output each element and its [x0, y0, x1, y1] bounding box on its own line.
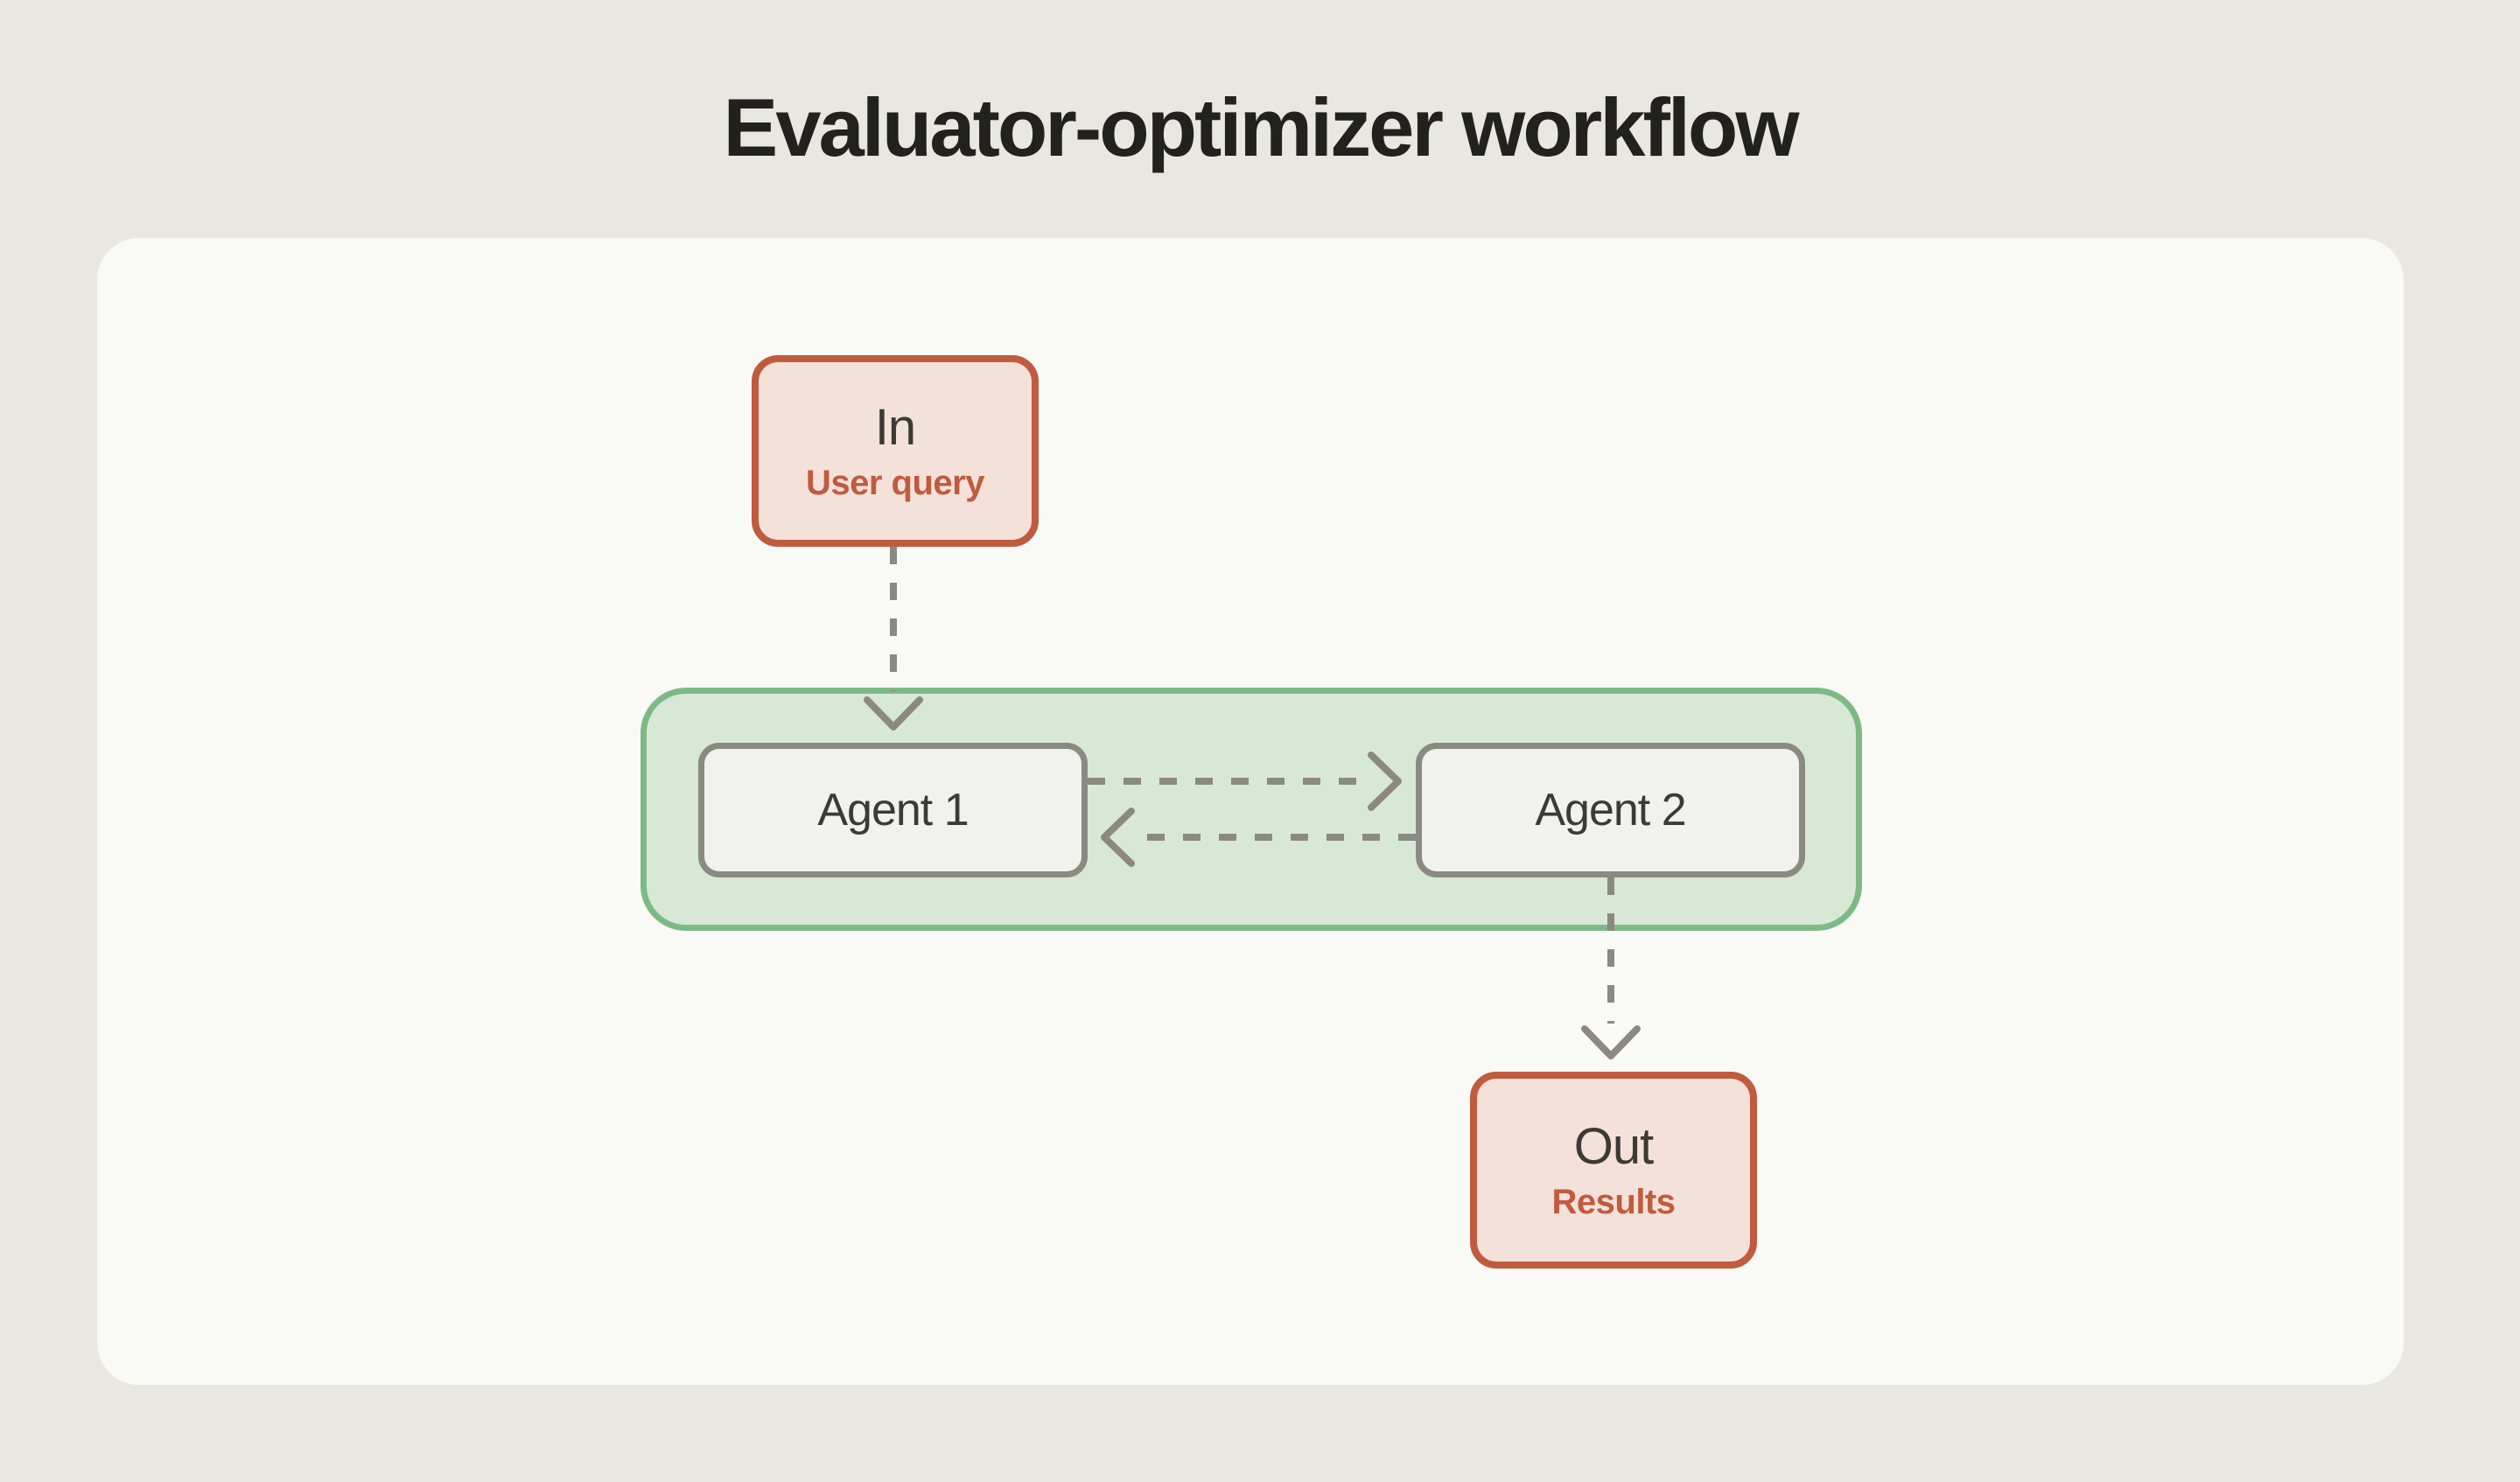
node-agent2: Agent 2: [1416, 743, 1805, 877]
node-out: Out Results: [1470, 1072, 1757, 1269]
node-out-sublabel: Results: [1551, 1182, 1676, 1221]
arrowhead-down-icon: [1581, 1025, 1641, 1059]
node-out-label: Out: [1573, 1117, 1654, 1175]
node-in: In User query: [752, 355, 1039, 547]
node-in-sublabel: User query: [806, 463, 984, 502]
node-agent1: Agent 1: [698, 743, 1088, 877]
page-title: Evaluator-optimizer workflow: [723, 81, 1800, 173]
node-agent1-label: Agent 1: [817, 785, 969, 835]
node-agent2-label: Agent 2: [1535, 785, 1686, 835]
node-in-label: In: [874, 398, 916, 456]
diagram-canvas: In User query Agent 1 Agent 2 Out Result…: [97, 238, 2404, 1385]
